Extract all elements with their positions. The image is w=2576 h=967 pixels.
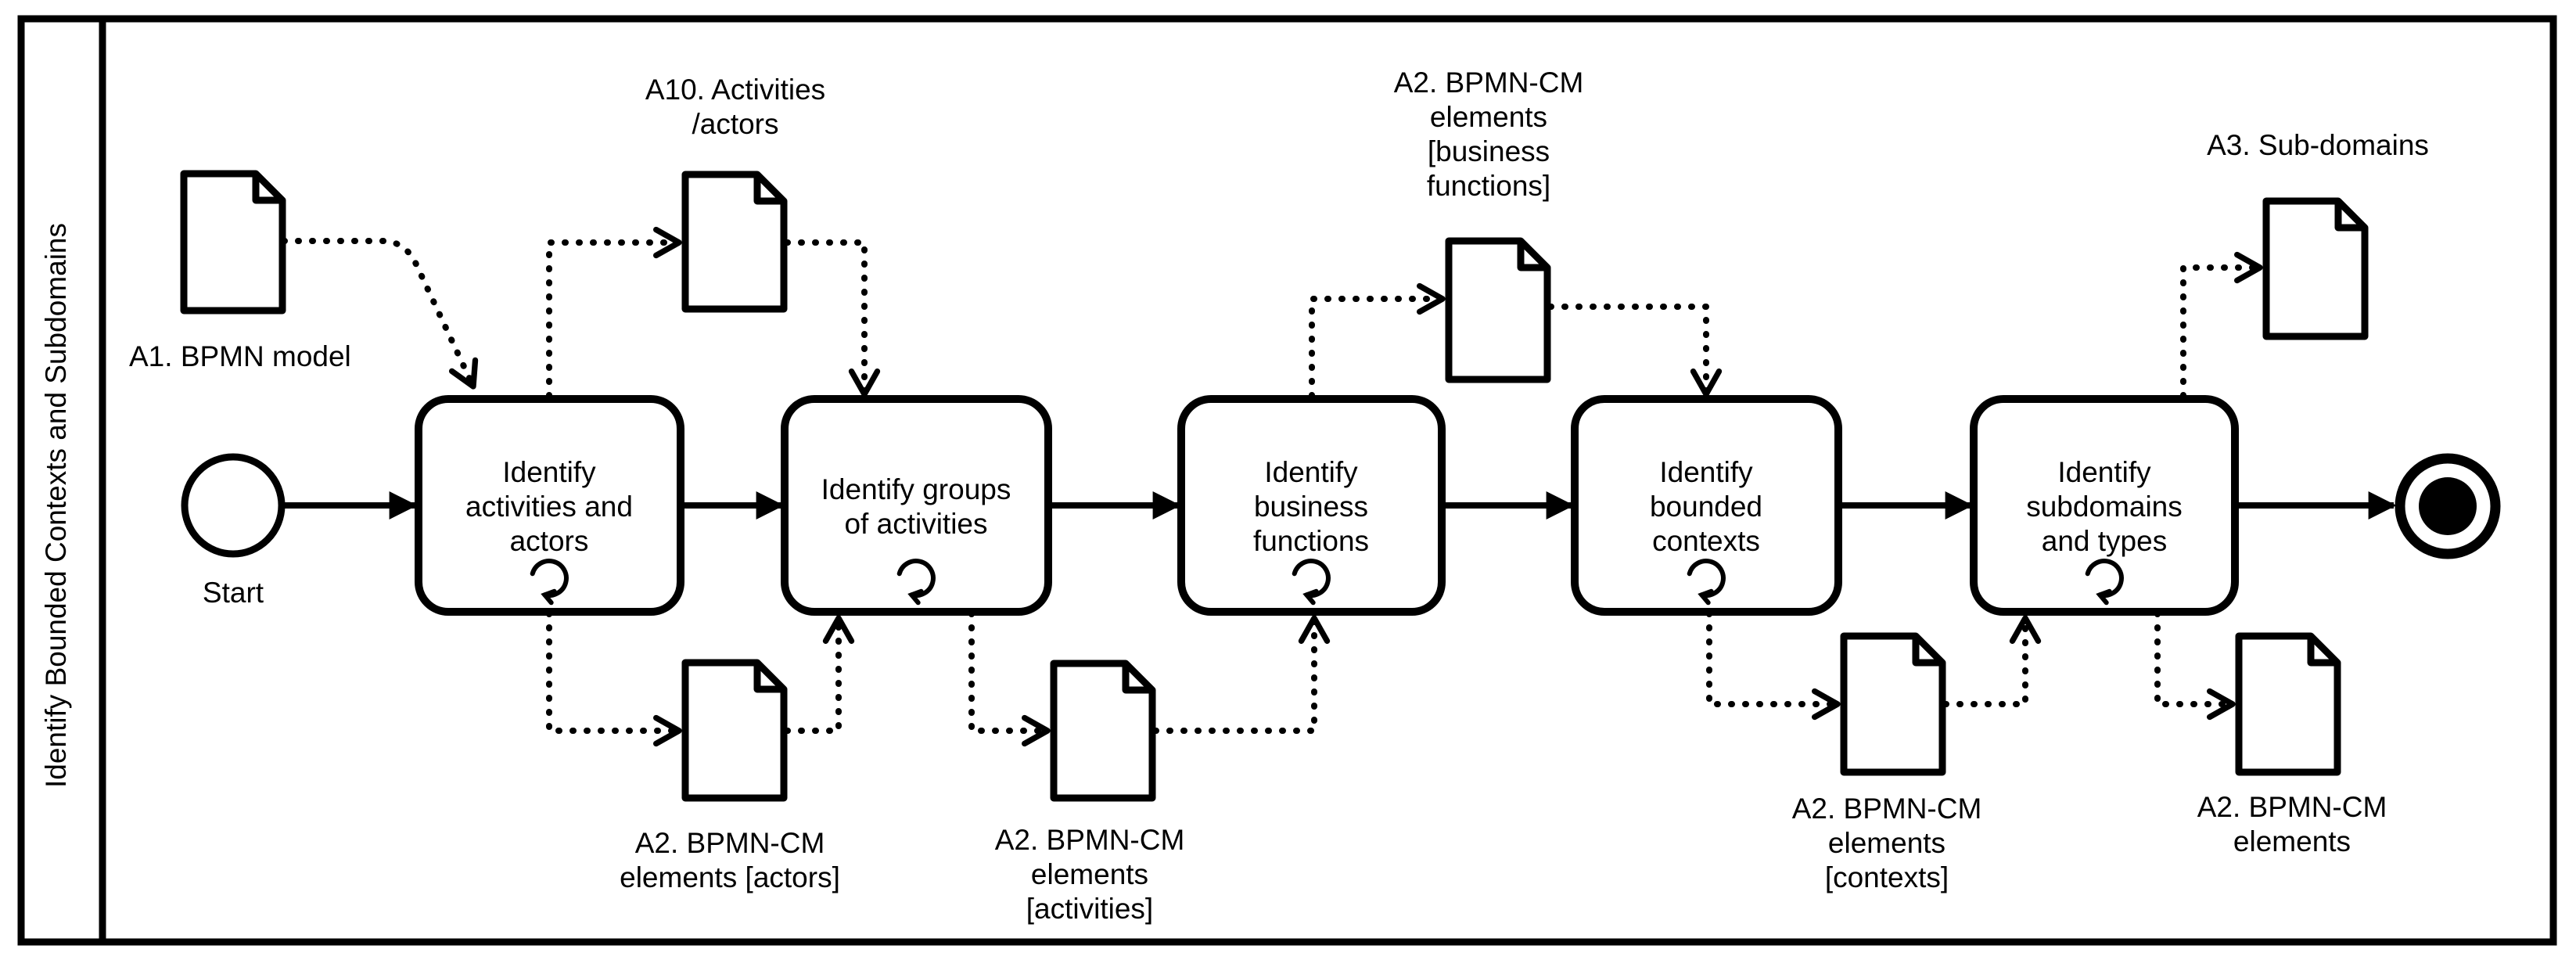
- data-object-a1-bpmn-model: A1. BPMN model: [129, 170, 351, 372]
- association-a1-model-to-task1: [281, 238, 479, 390]
- document-fold: [2307, 636, 2337, 667]
- task-label-line: activities and: [465, 491, 633, 523]
- document-icon[interactable]: [681, 659, 788, 802]
- association-task1-to-a10: [546, 226, 682, 399]
- association-elements-business-functions-to-task4: [1547, 304, 1723, 397]
- data-object-label: [business: [1428, 135, 1550, 167]
- association-a10-to-task2: [784, 239, 881, 397]
- end-event-inner-circle: [2419, 477, 2477, 535]
- data-object-label: elements: [1430, 101, 1547, 133]
- data-object-label: elements: [2233, 825, 2351, 857]
- data-object-label: functions]: [1427, 170, 1550, 202]
- data-object-a3-subdomains: A3. Sub-domains: [2207, 129, 2429, 340]
- document-icon[interactable]: [1840, 632, 1946, 776]
- association-elements-actors-to-task2: [784, 615, 855, 734]
- data-object-elements-business-functions: A2. BPMN-CM elements [business functions…: [1394, 67, 1584, 383]
- association-task1-to-elements-actors: [546, 610, 682, 747]
- data-object-elements: A2. BPMN-CM elements: [2197, 632, 2387, 857]
- end-event[interactable]: [2395, 453, 2501, 559]
- task-label-line: subdomains: [2026, 491, 2183, 523]
- data-object-label: A2. BPMN-CM: [635, 827, 825, 859]
- data-object-label: A10. Activities: [645, 74, 825, 106]
- document-fold: [2334, 201, 2365, 232]
- pool-border: [17, 15, 2557, 946]
- data-object-label: A2. BPMN-CM: [2197, 791, 2387, 823]
- task-label-line: bounded: [1650, 491, 1762, 523]
- task-identify-business-functions: Identify business functions: [1177, 395, 1446, 616]
- task-label-line: functions: [1253, 525, 1369, 557]
- document-icon[interactable]: [2235, 632, 2341, 776]
- task-label-line: business: [1254, 491, 1368, 523]
- task-label-line: Identify: [1264, 456, 1358, 488]
- task-rect[interactable]: [781, 395, 1052, 616]
- document-fold: [1912, 636, 1942, 667]
- start-event: Start: [181, 453, 286, 609]
- data-object-label: A3. Sub-domains: [2207, 129, 2429, 161]
- document-icon[interactable]: [180, 170, 286, 315]
- data-associations: [281, 226, 2263, 747]
- document-icon[interactable]: [2262, 197, 2369, 340]
- association-elements-contexts-to-task5: [1942, 615, 2042, 707]
- task-identify-subdomains-and-types: Identify subdomains and types: [1970, 395, 2239, 616]
- association-task5-to-elements: [2154, 610, 2236, 721]
- loop-marker-icon: [896, 559, 936, 606]
- document-icon[interactable]: [1445, 237, 1551, 383]
- data-object-label: [contexts]: [1825, 861, 1949, 893]
- lane-label: Identify Bounded Contexts and Subdomains: [40, 223, 72, 788]
- task-label-line: contexts: [1652, 525, 1760, 557]
- loop-marker-icon: [1687, 559, 1726, 606]
- task-identify-activities-and-actors: Identify activities and actors: [415, 395, 684, 616]
- data-object-label: A1. BPMN model: [129, 340, 351, 372]
- data-object-elements-contexts: A2. BPMN-CM elements [contexts]: [1792, 632, 1982, 893]
- association-task3-to-elements-business-functions: [1309, 282, 1446, 399]
- association-elements-activities-to-task3: [1152, 615, 1331, 734]
- document-fold: [1122, 663, 1152, 694]
- start-event-label: Start: [203, 577, 264, 609]
- task-rect[interactable]: [1970, 395, 2239, 616]
- data-object-label: A2. BPMN-CM: [995, 824, 1185, 856]
- task-identify-groups-of-activities: Identify groups of activities: [781, 395, 1052, 616]
- loop-marker-icon: [1292, 559, 1331, 606]
- association-task4-to-elements-contexts: [1706, 610, 1841, 721]
- task-label-line: Identify: [2057, 456, 2151, 488]
- document-icon[interactable]: [1050, 660, 1156, 802]
- task-label-line: Identify groups: [821, 473, 1011, 505]
- loop-marker-icon: [530, 559, 569, 606]
- task-identify-bounded-contexts: Identify bounded contexts: [1571, 395, 1842, 616]
- data-object-label: A2. BPMN-CM: [1394, 67, 1584, 99]
- data-object-label: elements: [1828, 827, 1945, 859]
- task-label-line: actors: [510, 525, 589, 557]
- start-event-circle[interactable]: [181, 453, 286, 558]
- association-task2-to-elements-activities: [968, 610, 1051, 747]
- task-label-line: Identify: [502, 456, 596, 488]
- data-object-label: A2. BPMN-CM: [1792, 793, 1982, 825]
- data-object-label: elements [actors]: [620, 861, 840, 893]
- document-fold: [1517, 241, 1547, 271]
- data-object-label: [activities]: [1026, 893, 1153, 925]
- data-object-a10-activities-actors: A10. Activities /actors: [645, 74, 825, 313]
- data-object-elements-actors: A2. BPMN-CM elements [actors]: [620, 659, 840, 893]
- task-rect[interactable]: [1177, 395, 1446, 616]
- association-task5-to-a3-subdomains: [2180, 251, 2263, 399]
- data-object-label: elements: [1031, 858, 1148, 890]
- document-icon[interactable]: [681, 171, 788, 313]
- data-object-label: /actors: [692, 108, 778, 140]
- data-object-elements-activities: A2. BPMN-CM elements [activities]: [995, 660, 1185, 925]
- loop-marker-icon: [2085, 559, 2124, 606]
- task-label-line: Identify: [1659, 456, 1753, 488]
- task-label-line: and types: [2042, 525, 2167, 557]
- document-fold: [753, 663, 784, 693]
- document-fold: [753, 174, 784, 205]
- task-rect[interactable]: [415, 395, 684, 616]
- document-fold: [252, 174, 282, 204]
- task-rect[interactable]: [1571, 395, 1842, 616]
- task-label-line: of activities: [844, 508, 987, 540]
